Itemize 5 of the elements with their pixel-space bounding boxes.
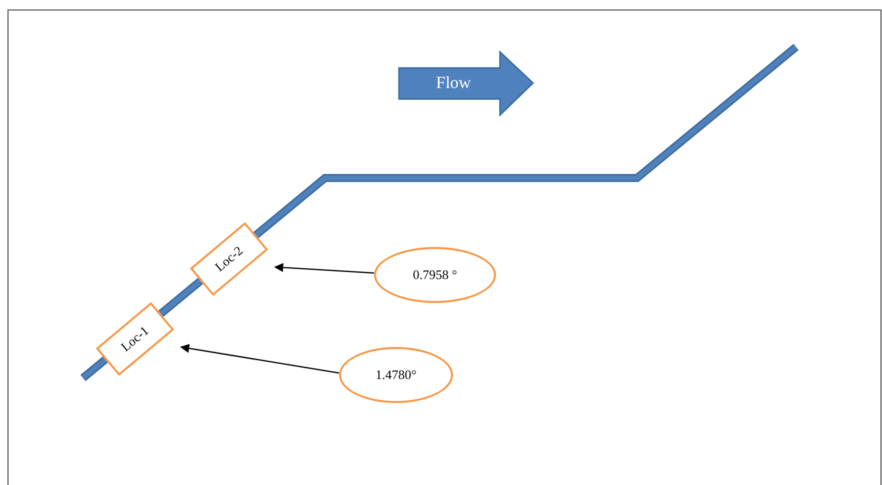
arrow — [180, 344, 340, 374]
value-ellipse: 0.7958 ° — [374, 247, 496, 303]
flow-label: Flow — [436, 73, 471, 93]
value-ellipse: 1.4780° — [339, 347, 453, 403]
arrow — [274, 262, 374, 274]
